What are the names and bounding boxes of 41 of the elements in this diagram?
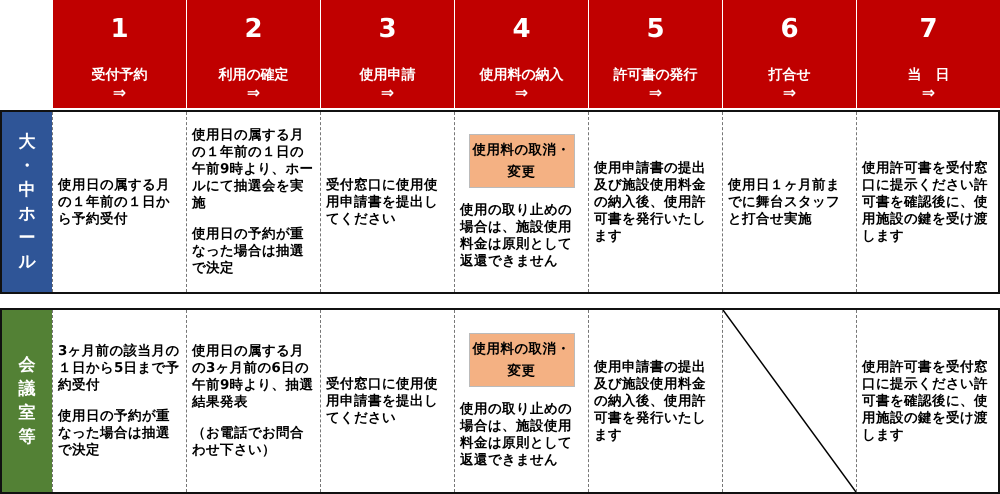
step-title: 打合せ — [768, 66, 810, 84]
step-number: 5 — [646, 14, 665, 44]
cell-text: 使用の取り止めの場合は、施設使用料金は原則として返還できません — [460, 202, 573, 270]
row-heading: 会議室等 — [17, 354, 36, 449]
cell-text: 受付窓口に使用使用申請書を提出してください — [326, 176, 439, 228]
cell-text: 使用日の予約が重なった場合は抽選で決定 — [192, 226, 305, 277]
cell-text: 使用日の予約が重なった場合は抽選で決定 — [58, 408, 171, 459]
row-heading: 大・中ホール — [18, 131, 37, 274]
cell-text: 使用日１ヶ月前までに舞台スタッフと打合せ実施 — [728, 176, 841, 228]
cell-text: 使用日の属する月の3ヶ月前の6日の午前9時より、抽選結果発表 — [192, 343, 314, 411]
arrow-symbol: ⇒ — [246, 84, 260, 102]
cell-text: 3ヶ月前の該当月の１日から5日まで予約受付 — [58, 343, 180, 394]
note-box: 使用料の取消・変更 — [468, 333, 574, 387]
step-number: 2 — [244, 14, 263, 44]
arrow-symbol: ⇒ — [514, 84, 528, 102]
step-title: 当 日 — [908, 66, 950, 84]
step-title: 使用申請 — [360, 66, 416, 84]
cell-text: 受付窓口に使用使用申請書を提出してください — [326, 376, 439, 426]
cell-text: （お電話でお問合わせ下さい） — [192, 425, 305, 459]
note-box: 使用料の取消・変更 — [468, 134, 574, 188]
step-number: 6 — [780, 14, 799, 44]
step-title: 許可書の発行 — [614, 66, 698, 84]
arrow-symbol: ⇒ — [648, 84, 662, 102]
cell-text: 使用日の属する月の１年前の１日の午前9時より、ホールにて抽選会を実施 — [192, 127, 314, 212]
cell-text: 使用申請書の提出及び施設使用料金の納入後、使用許可書を発行いたします — [594, 358, 707, 444]
step-title: 利用の確定 — [218, 66, 288, 84]
arrow-symbol: ⇒ — [112, 84, 126, 102]
step-title: 使用料の納入 — [480, 66, 564, 84]
cell-text: 使用の取り止めの場合は、施設使用料金は原則として返還できません — [460, 401, 573, 469]
cell-text: 使用許可書を受付窓口に提示ください許可書を確認後に、使用施設の鍵を受け渡します — [862, 160, 989, 244]
cell-text: 使用許可書を受付窓口に提示ください許可書を確認後に、使用施設の鍵を受け渡します — [862, 358, 989, 444]
arrow-symbol: ⇒ — [380, 84, 394, 102]
step-number: 4 — [512, 14, 531, 44]
step-number: 1 — [110, 14, 129, 44]
cell-text: 使用申請書の提出及び施設使用料金の納入後、使用許可書を発行いたします — [594, 160, 707, 244]
step-number: 3 — [378, 14, 397, 44]
step-title: 受付予約 — [92, 66, 148, 84]
cell-text: 使用日の属する月の１年前の１日から予約受付 — [58, 176, 171, 228]
step-number: 7 — [919, 14, 938, 44]
arrow-symbol: ⇒ — [782, 84, 796, 102]
arrow-symbol: ⇒ — [922, 84, 936, 102]
